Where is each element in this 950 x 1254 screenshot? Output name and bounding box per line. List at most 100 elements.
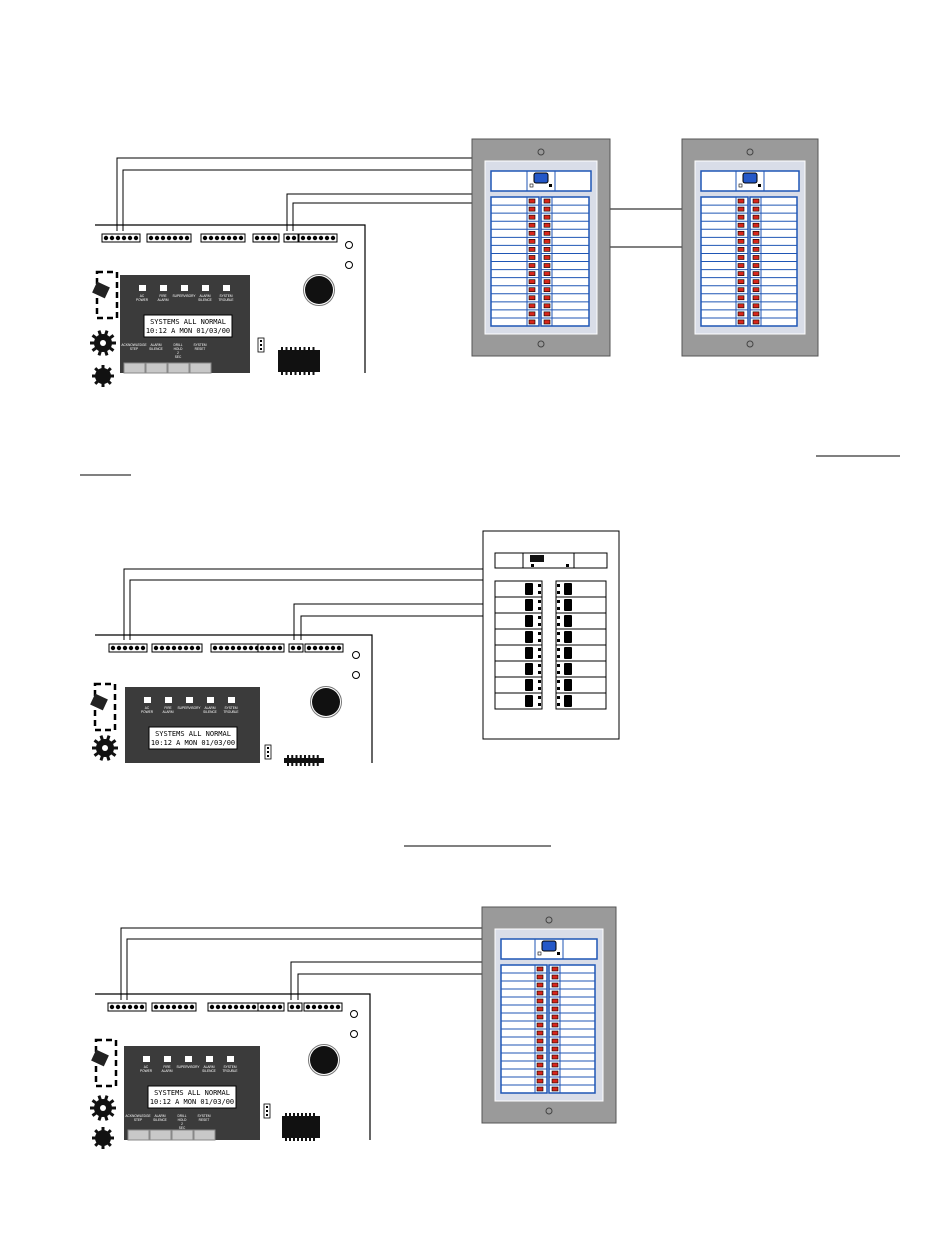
zone-led <box>752 239 760 244</box>
led-label: ALARM <box>162 1069 173 1073</box>
select-button <box>742 172 758 184</box>
led-label: SUPERVISORY <box>178 706 202 710</box>
zone-led <box>551 1014 559 1020</box>
terminal-block <box>257 643 285 653</box>
zone-led <box>543 279 551 284</box>
zone-led <box>752 263 760 268</box>
zone-led <box>538 607 541 610</box>
zone-led <box>536 1086 544 1092</box>
zone-label <box>555 676 607 694</box>
compact-header <box>494 552 608 569</box>
mounting-hole <box>350 1030 358 1038</box>
terminal-block <box>210 643 262 653</box>
indicator <box>537 951 542 956</box>
zone-led <box>737 311 745 317</box>
zone-led <box>528 279 536 284</box>
terminal-block <box>108 643 148 653</box>
zone-led <box>528 311 536 317</box>
led-label: ALARM <box>158 298 169 302</box>
zone-led <box>551 1086 559 1092</box>
button-label: ACKNOWLEDGE <box>121 343 146 347</box>
zone-led <box>752 230 760 236</box>
panel-button <box>149 1129 172 1141</box>
zone-led <box>752 295 760 301</box>
status-led <box>181 285 188 291</box>
lcd-display <box>148 726 238 750</box>
terminal-block <box>298 233 338 243</box>
zone-led <box>557 671 560 674</box>
wire <box>122 169 472 231</box>
control-board-outline <box>95 224 366 373</box>
zone-led <box>536 1062 544 1068</box>
led-label: AC <box>140 294 145 298</box>
zone-label <box>494 644 543 662</box>
status-led <box>207 697 214 703</box>
zone-led <box>752 287 760 293</box>
mounting-hole <box>352 671 360 679</box>
zone-led <box>538 703 541 706</box>
led-label: SILENCE <box>202 1069 216 1073</box>
zone-led <box>536 1038 544 1044</box>
wire <box>292 202 472 231</box>
zone-label <box>555 628 607 646</box>
ic-chip <box>278 350 320 372</box>
zone-led <box>752 303 760 309</box>
zone-label <box>494 612 543 630</box>
zone-led <box>551 1022 559 1028</box>
zone-led <box>551 974 559 980</box>
button-label: ALARM <box>155 1114 166 1118</box>
zone-label <box>555 644 607 662</box>
zone-led <box>538 671 541 674</box>
dip-switch <box>90 693 108 711</box>
ic-chip <box>282 1116 320 1138</box>
zone-led <box>536 1022 544 1028</box>
zone-led <box>528 214 536 220</box>
zone-led <box>538 687 541 690</box>
zone-led <box>551 1054 559 1060</box>
zone-led <box>528 271 536 276</box>
zone-switch <box>564 631 572 643</box>
status-led <box>139 285 146 291</box>
panel-button <box>123 362 146 374</box>
led-label: SILENCE <box>203 710 217 714</box>
lcd-line-2: 10:12 A MON 01/03/00 <box>151 739 235 747</box>
zone-switch <box>525 583 533 595</box>
mounting-screw <box>545 1107 553 1115</box>
zone-led <box>737 214 745 220</box>
terminal-block <box>151 643 203 653</box>
mounting-hole <box>350 1010 358 1018</box>
zone-led <box>528 222 536 228</box>
zone-led <box>557 616 560 619</box>
dip-switch-outline <box>93 682 117 732</box>
zone-led <box>543 295 551 301</box>
zone-led <box>737 295 745 301</box>
button-label: HOLD <box>178 1118 188 1122</box>
zone-led <box>551 1006 559 1012</box>
zone-led <box>543 239 551 244</box>
zone-led <box>528 255 536 260</box>
zone-led <box>737 206 745 212</box>
zone-led <box>557 639 560 642</box>
panel-button <box>189 362 212 374</box>
zone-label <box>555 692 607 710</box>
led-label: ALARM <box>200 294 211 298</box>
zone-led <box>543 198 551 204</box>
zone-led <box>528 230 536 236</box>
zone-switch <box>525 631 533 643</box>
led-label: ALARM <box>205 706 216 710</box>
zone-led <box>557 680 560 683</box>
led-label: ALARM <box>163 710 174 714</box>
zone-led <box>528 247 536 252</box>
status-led <box>144 697 151 703</box>
zone-led <box>557 607 560 610</box>
zone-switch <box>525 615 533 627</box>
wire <box>297 973 482 1000</box>
zone-led <box>551 966 559 972</box>
zone-led <box>536 966 544 972</box>
zone-led <box>551 1038 559 1044</box>
button-label: STEP <box>130 347 138 351</box>
wire <box>129 579 483 640</box>
zone-led <box>551 1030 559 1036</box>
zone-led <box>557 584 560 587</box>
